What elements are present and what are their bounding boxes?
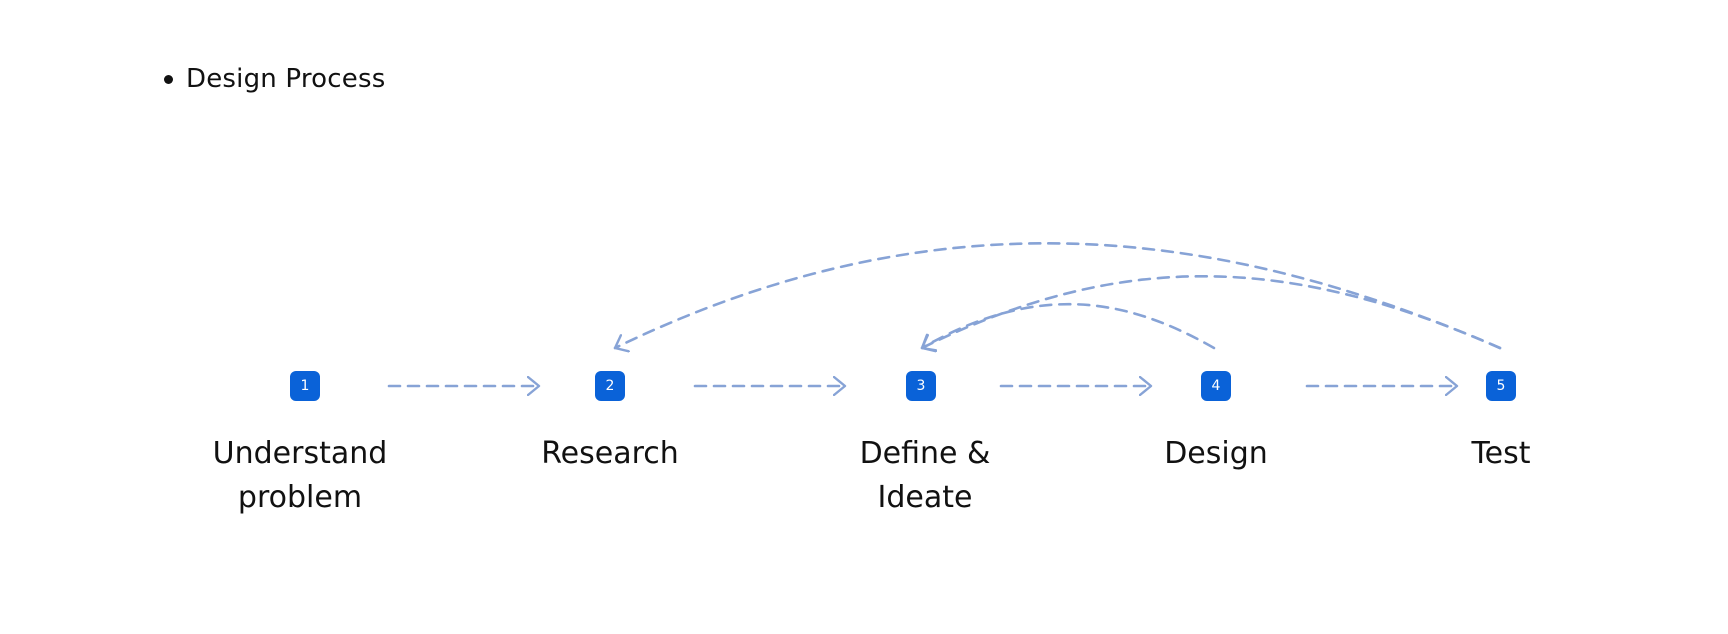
step-label-3: Define & Ideate xyxy=(805,432,1045,520)
step-number: 1 xyxy=(300,378,310,394)
step-label-4: Design xyxy=(1096,432,1336,476)
step-label-line: Understand xyxy=(212,436,388,471)
step-label-line: Define & xyxy=(859,436,991,471)
arrow-4-to-3-arc xyxy=(920,302,1216,348)
step-node-5: 5 xyxy=(1486,371,1516,401)
step-label-line: Research xyxy=(541,436,679,471)
step-label-5: Test xyxy=(1381,432,1621,476)
step-label-line: problem xyxy=(237,480,363,515)
diagram-heading: Design Process xyxy=(164,66,385,92)
step-node-2: 2 xyxy=(595,371,625,401)
step-label-2: Research xyxy=(490,432,730,476)
step-number: 4 xyxy=(1211,378,1221,394)
step-number: 5 xyxy=(1496,378,1506,394)
step-node-3: 3 xyxy=(906,371,936,401)
step-node-4: 4 xyxy=(1201,371,1231,401)
step-number: 3 xyxy=(916,378,926,394)
step-label-line: Ideate xyxy=(877,480,973,515)
step-label-line: Design xyxy=(1164,436,1268,471)
diagram-title: Design Process xyxy=(186,64,386,94)
step-node-1: 1 xyxy=(290,371,320,401)
bullet-icon xyxy=(164,74,173,84)
step-label-line: Test xyxy=(1471,436,1531,471)
step-number: 2 xyxy=(605,378,615,394)
arrow-5-to-3-arc xyxy=(920,274,1502,348)
arrow-5-to-2-arc xyxy=(613,242,1502,348)
step-label-1: Understand problem xyxy=(180,432,420,520)
